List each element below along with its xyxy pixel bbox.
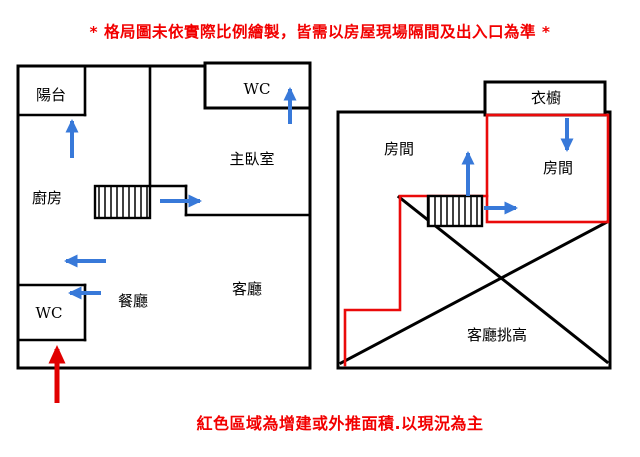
void-cross-diagonal-2 [338,219,610,366]
room-label-dining: 餐廳 [118,292,148,310]
wc-upper-room-box [203,61,312,110]
left-plan-flow-arrows [64,87,297,300]
room-label-wc-upper: WC [244,80,271,98]
room-label-living-void: 客廳挑高 [467,326,527,344]
added-room-outline [485,113,610,224]
left-plan-labels: 陽台 WC 主臥室 廚房 餐廳 客廳 WC [32,80,275,322]
room-label-right-room: 房間 [543,159,573,177]
left-floor-plan: 陽台 WC 主臥室 廚房 餐廳 客廳 WC [16,61,312,403]
left-plan-walls [16,61,312,370]
right-stairs-icon [426,194,484,228]
room-label-wc-lower: WC [36,304,63,322]
right-plan-flow-arrows [461,118,574,215]
disclaimer-title: * 格局圖未依實際比例繪製，皆需以房屋現場隔間及出入口為準 * [89,23,551,41]
room-label-living: 客廳 [232,280,262,298]
right-plan-labels: 房間 衣櫥 房間 客廳挑高 [384,89,573,344]
legend-note: 紅色區域為增建或外推面積.以現況為主 [196,414,484,433]
left-plan-outer-wall [16,64,312,370]
room-label-left-room: 房間 [384,140,414,158]
room-label-kitchen: 廚房 [32,189,62,207]
right-floor-plan: 房間 衣櫥 房間 客廳挑高 [336,80,612,370]
left-stairs-icon [93,184,152,220]
room-label-balcony: 陽台 [36,86,66,104]
room-label-master-bedroom: 主臥室 [229,150,274,168]
room-label-closet: 衣櫥 [531,89,561,107]
